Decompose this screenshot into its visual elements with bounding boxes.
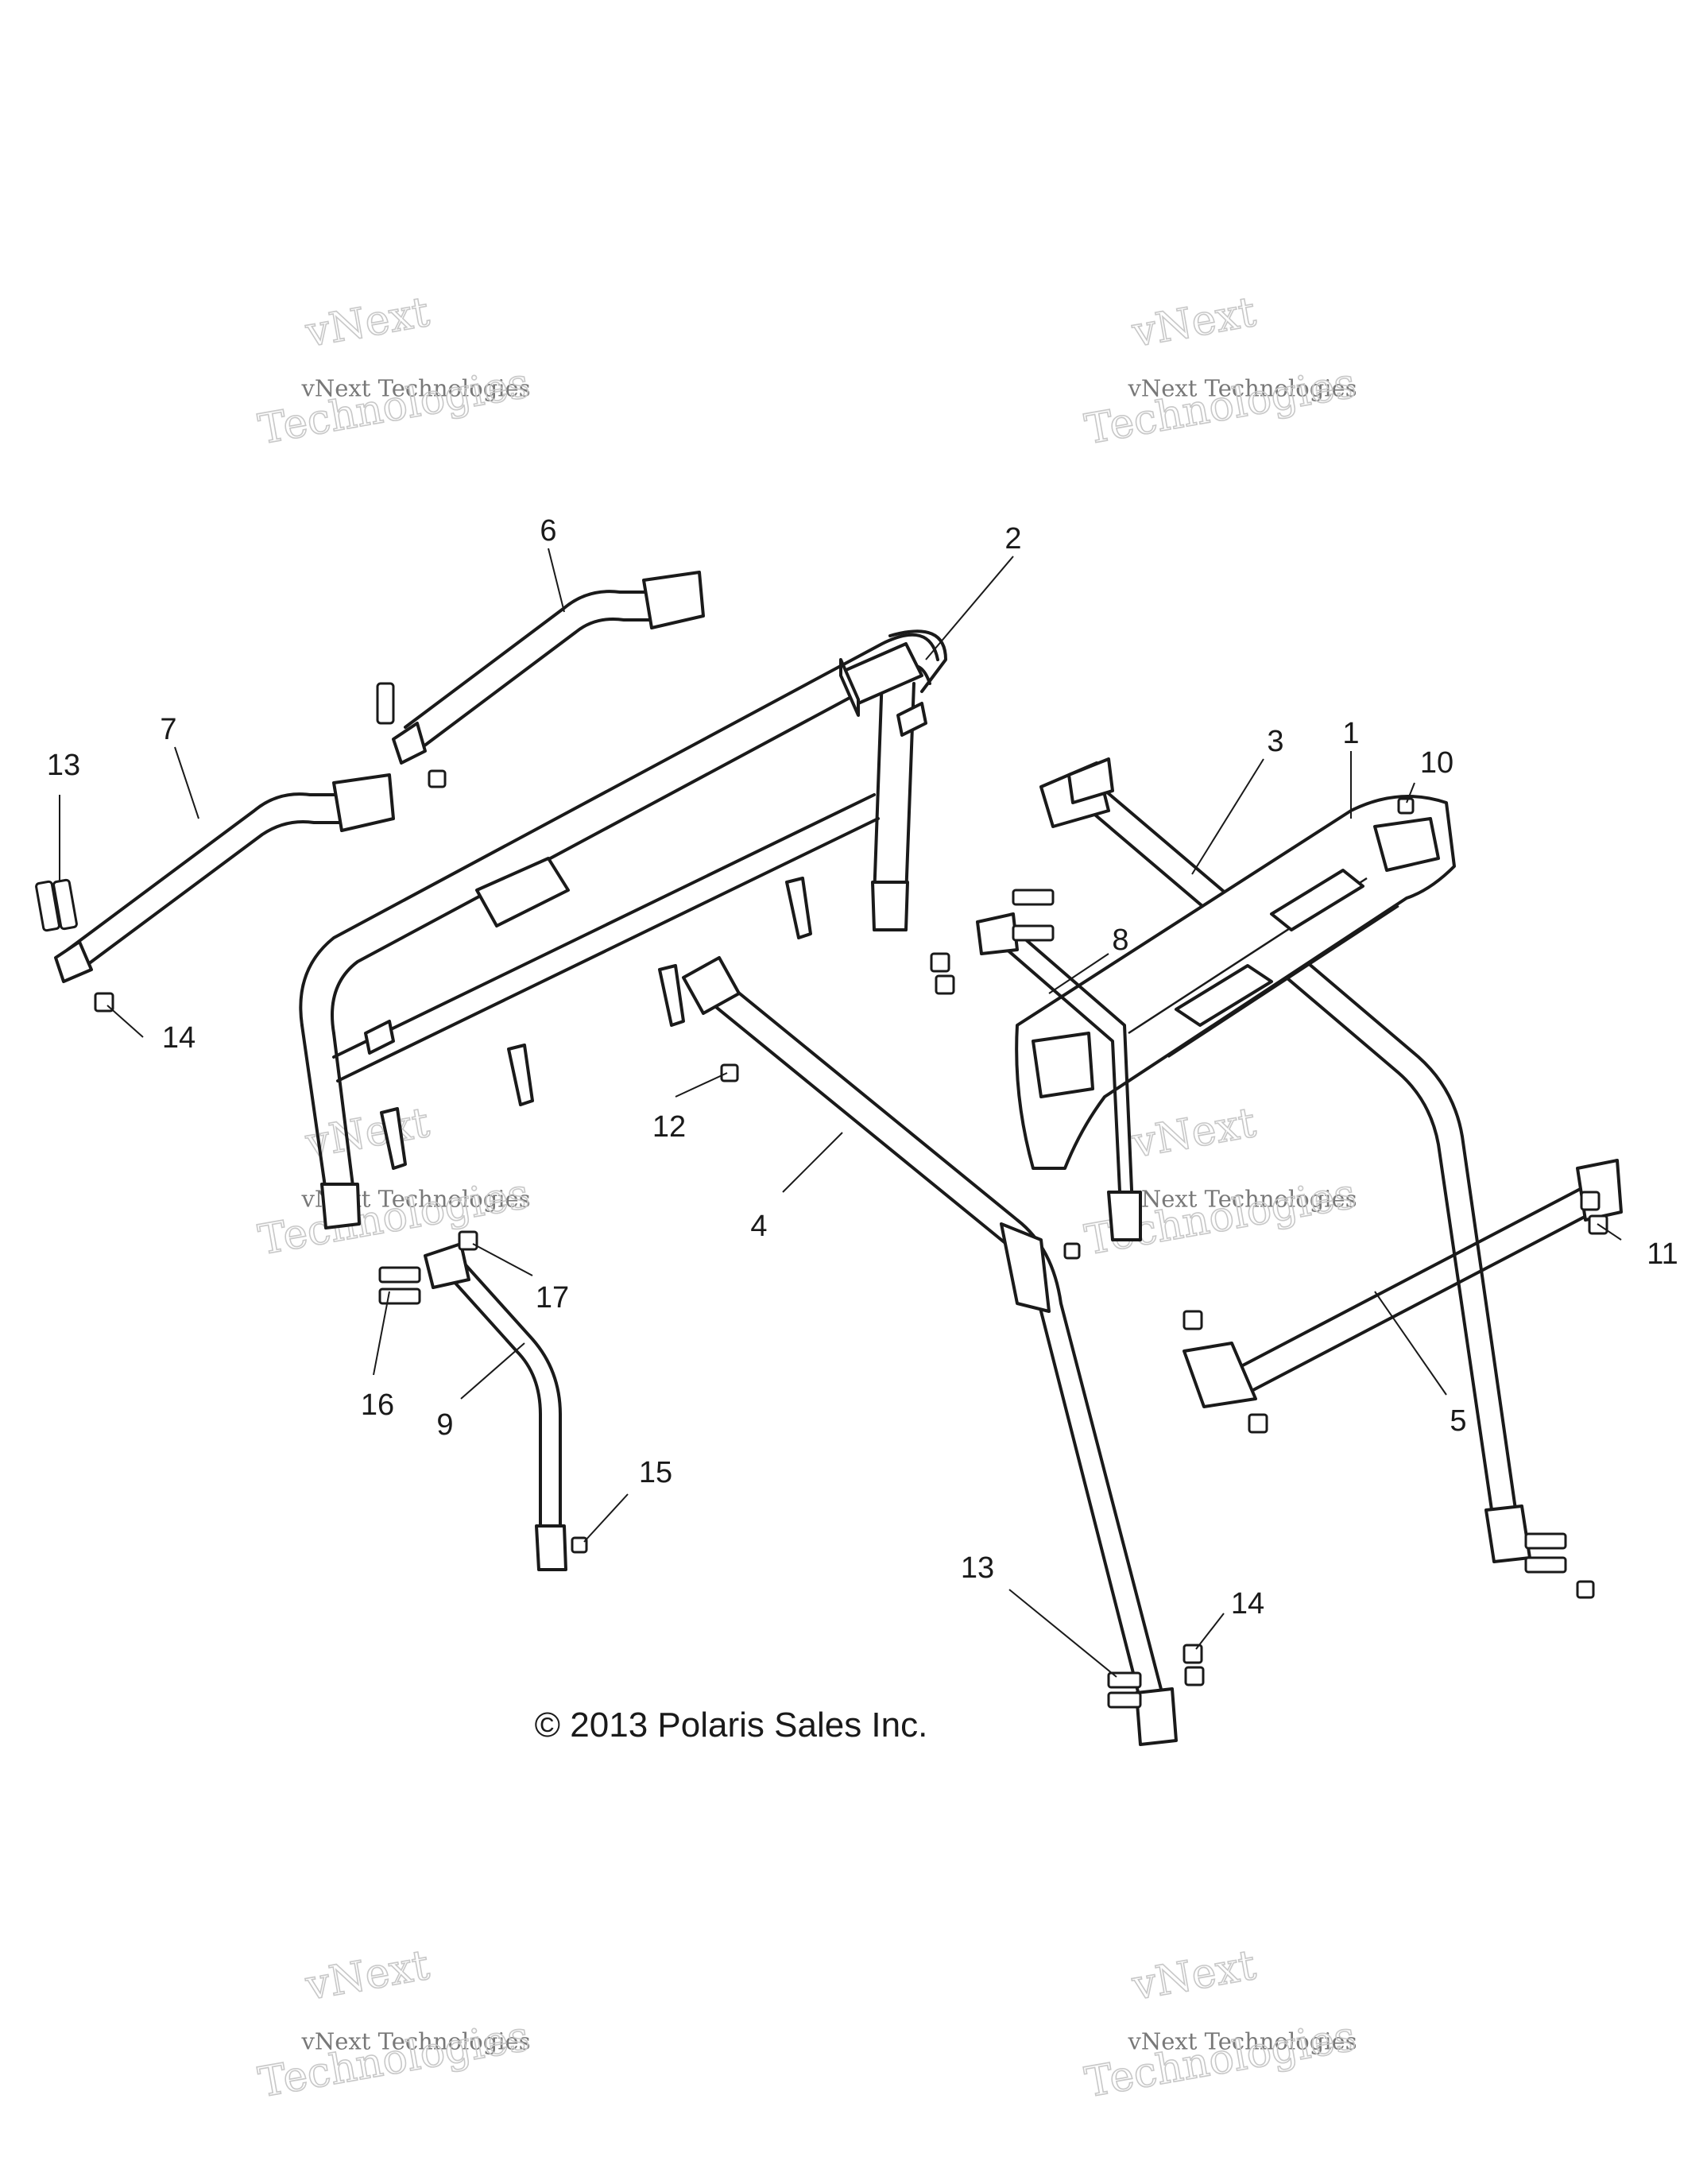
callout-10: 10 bbox=[1420, 746, 1453, 780]
callout-8: 8 bbox=[1112, 924, 1128, 957]
watermark-large-bottom: Technologies bbox=[255, 1170, 532, 1264]
callout-3: 3 bbox=[1267, 725, 1283, 758]
callout-labels: 1 2 3 4 5 6 7 8 9 10 11 12 13 14 15 16 1… bbox=[47, 514, 1678, 1621]
callout-14-bottom: 14 bbox=[1231, 1587, 1264, 1621]
watermark-small: vNext Technologies bbox=[301, 2028, 531, 2055]
watermark-small: vNext Technologies bbox=[1128, 375, 1357, 402]
watermarks: vNext vNext Technologies Technologies vN… bbox=[254, 288, 1360, 2108]
callout-6: 6 bbox=[540, 514, 556, 548]
callout-2: 2 bbox=[1004, 522, 1021, 556]
watermark-large-bottom: Technologies bbox=[1082, 359, 1359, 454]
callout-16: 16 bbox=[361, 1388, 394, 1422]
part-lower-brace bbox=[424, 1242, 567, 1571]
callout-4: 4 bbox=[750, 1210, 767, 1243]
callout-17: 17 bbox=[536, 1281, 569, 1315]
watermark-bottom-right: vNext vNext Technologies Technologies bbox=[1081, 1941, 1360, 2108]
watermark-middle-right: vNext vNext Technologies Technologies bbox=[1081, 1098, 1360, 1265]
leader-lines bbox=[59, 548, 1622, 1678]
callout-11: 11 bbox=[1647, 1237, 1678, 1271]
callout-1: 1 bbox=[1342, 717, 1359, 750]
watermark-large-top: vNext bbox=[1128, 288, 1260, 357]
watermark-large-bottom: Technologies bbox=[255, 2012, 532, 2107]
watermark-top-right: vNext vNext Technologies Technologies bbox=[1081, 288, 1360, 455]
watermark-large-bottom: Technologies bbox=[1082, 2012, 1359, 2107]
callout-12: 12 bbox=[652, 1110, 686, 1144]
callout-13-top: 13 bbox=[47, 749, 80, 782]
watermark-small: vNext Technologies bbox=[1128, 1186, 1357, 1213]
watermark-large-top: vNext bbox=[302, 1942, 433, 2010]
part-brace-8 bbox=[976, 912, 1142, 1241]
watermark-large-bottom: Technologies bbox=[255, 359, 532, 454]
watermark-large-top: vNext bbox=[302, 288, 433, 357]
watermark-small: vNext Technologies bbox=[1128, 2028, 1357, 2055]
callout-14-top: 14 bbox=[162, 1021, 195, 1055]
part-rear-upper-bar bbox=[1039, 757, 1531, 1563]
part-upper-brace-7 bbox=[54, 773, 395, 983]
part-front-roll-bar bbox=[299, 629, 947, 1229]
watermark-large-top: vNext bbox=[1128, 1099, 1260, 1168]
watermark-large-top: vNext bbox=[1128, 1942, 1260, 2010]
copyright-text: © 2013 Polaris Sales Inc. bbox=[535, 1706, 928, 1744]
watermark-bottom-left: vNext vNext Technologies Technologies bbox=[254, 1941, 533, 2108]
callout-5: 5 bbox=[1450, 1404, 1466, 1438]
callout-7: 7 bbox=[160, 713, 176, 746]
part-side-bar bbox=[682, 956, 1178, 1746]
callout-9: 9 bbox=[436, 1408, 453, 1442]
part-upper-brace-6 bbox=[392, 571, 705, 765]
callout-15: 15 bbox=[639, 1456, 672, 1489]
watermark-small: vNext Technologies bbox=[301, 375, 531, 402]
hardware bbox=[35, 682, 1608, 1709]
callout-13-bottom: 13 bbox=[961, 1551, 994, 1585]
watermark-top-left: vNext vNext Technologies Technologies bbox=[254, 288, 533, 455]
